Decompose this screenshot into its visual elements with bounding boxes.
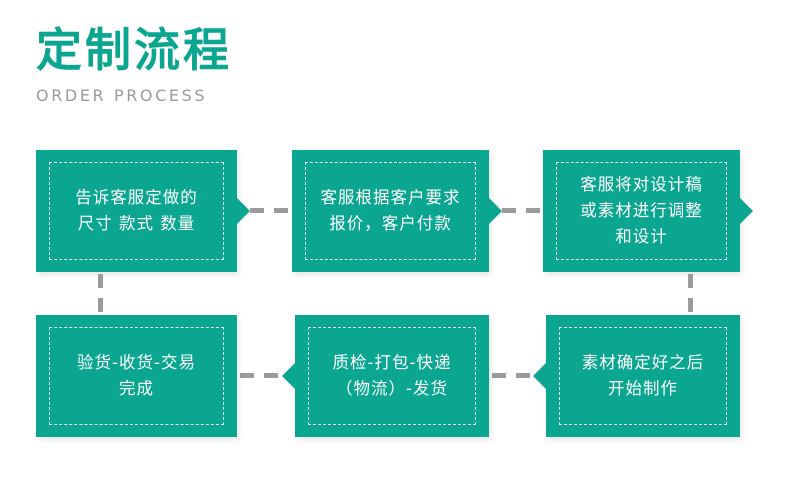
page-title: 定制流程 [36, 23, 232, 77]
connector-step2-to-step3 [502, 208, 543, 213]
page-header: 定制流程 ORDER PROCESS [36, 22, 456, 105]
flow-step-3[interactable]: 客服将对设计稿 或素材进行调整 和设计 [543, 150, 753, 272]
flow-step-6[interactable]: 素材确定好之后 开始制作 [533, 315, 740, 437]
dashed-inner-border [556, 162, 727, 260]
arrow-right-icon [489, 198, 502, 224]
dashed-inner-border [559, 327, 727, 425]
arrow-left-icon [533, 363, 546, 389]
flow-step-6-label: 素材确定好之后 开始制作 [581, 353, 705, 398]
flow-step-5-label: 质检-打包-快递 （物流）-发货 [332, 353, 452, 398]
dashed-inner-border [49, 162, 224, 260]
arrow-right-icon [237, 198, 250, 224]
flow-step-2-label: 客服根据客户要求 报价，客户付款 [320, 188, 461, 233]
arrow-right-icon [740, 198, 753, 224]
flow-step-1[interactable]: 告诉客服定做的 尺寸 款式 数量 [36, 150, 250, 272]
connector-step5-to-step6-vertical [98, 274, 103, 314]
connector-step3-to-step4-vertical [688, 274, 693, 314]
connector-step6-to-step5 [492, 373, 534, 378]
flow-step-4-label: 验货-收货-交易 完成 [77, 353, 196, 398]
arrow-left-icon [282, 363, 295, 389]
dashed-inner-border [305, 162, 476, 260]
dashed-inner-border [308, 327, 476, 425]
flow-step-5[interactable]: 质检-打包-快递 （物流）-发货 [282, 315, 489, 437]
flow-step-3-label: 客服将对设计稿 或素材进行调整 和设计 [580, 175, 703, 246]
flow-step-2[interactable]: 客服根据客户要求 报价，客户付款 [292, 150, 502, 272]
flow-step-1-label: 告诉客服定做的 尺寸 款式 数量 [75, 188, 198, 233]
connector-step5-to-step4 [240, 373, 282, 378]
connector-step1-to-step2 [250, 208, 292, 213]
page-subtitle: ORDER PROCESS [36, 86, 208, 105]
flow-step-4[interactable]: 验货-收货-交易 完成 [36, 315, 237, 437]
dashed-inner-border [49, 327, 224, 425]
